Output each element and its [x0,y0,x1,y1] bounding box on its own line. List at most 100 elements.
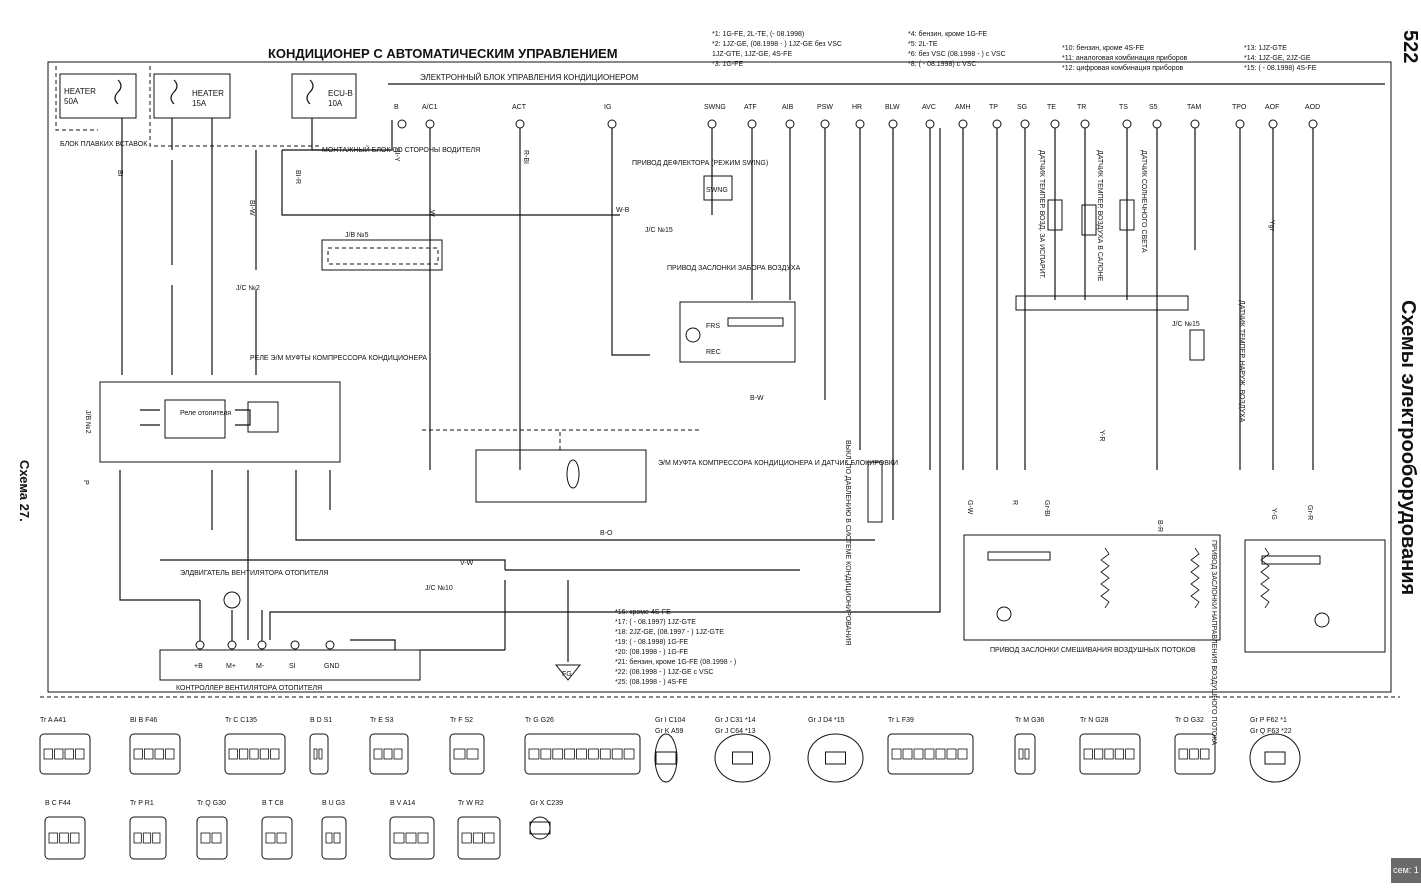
deflector-actuator: ПРИВОД ДЕФЛЕКТОРА (РЕЖИМ SWING) SWNG [632,160,768,201]
connector-shape [1014,733,1036,775]
sensor-group: ДАТЧИК ТЕМПЕР. ВОЗД. ЗА ИСПАРИТ. ДАТЧИК … [1015,150,1245,423]
connector-label: Gr K A59 [655,728,684,735]
connector-shape [389,816,435,860]
ecu-pin: TE [1047,104,1060,129]
ecu-terminal [1268,119,1278,129]
controller-terminal [195,640,205,650]
connector-shape [261,816,293,860]
connector-label: B V A14 [390,800,415,807]
fuse-heater-50a: HEATER 50A [59,73,137,119]
wire-color-label: B-R [1156,520,1163,532]
connector-label: B C F44 [45,800,71,807]
ecu-terminal [747,119,757,129]
svg-text:ЭЛДВИГАТЕЛЬ ВЕНТИЛЯТОРА ОТОПИТ: ЭЛДВИГАТЕЛЬ ВЕНТИЛЯТОРА ОТОПИТЕЛЯ [180,570,328,577]
ecu-pin: PSW [817,104,833,129]
connector: Tr O G32 [1174,717,1216,775]
svg-text:FRS: FRS [706,323,720,330]
svg-text:50A: 50A [64,97,79,106]
connector: Tr C C135 [224,717,286,775]
svg-text:ДАТЧИК ТЕМПЕР. ВОЗДУХА В САЛОН: ДАТЧИК ТЕМПЕР. ВОЗДУХА В САЛОНЕ [1096,150,1103,282]
footnote: *8: ( - 08.1998) с VSC [908,61,976,68]
ecu-pin-label: B [394,104,399,111]
connector-shape [524,733,641,775]
ecu-terminal [1020,119,1030,129]
connector-label: B T C8 [262,800,284,807]
svg-text:10A: 10A [328,99,343,108]
svg-text:ECU-B: ECU-B [328,89,353,98]
scheme-label: Схема 27. [17,460,32,522]
connector-shape [129,733,181,775]
ecu-pin-label: AVC [922,104,936,111]
ecu-terminal [925,119,935,129]
connector: Tr F S2 [449,717,485,775]
connector-label: Gr J D4 *15 [808,717,845,724]
wire-color-label: R-BI [522,150,529,164]
ecu-pin-label: TPO [1232,104,1247,111]
connector-shape [887,733,974,775]
connector-label: Gr P F62 *1 [1250,717,1287,724]
footnote: *13: 1JZ-GTE [1244,45,1287,52]
connector: Tr W R2 [457,800,501,860]
connector-shape [321,816,347,860]
connector: Tr L F39 [887,717,974,775]
controller-pin-label: M+ [226,663,236,670]
wire-color-label: P [82,480,89,485]
ecu-pin: B [394,104,407,129]
wire-color-label: Gr-R [1306,505,1313,520]
jc2-label: J/C №2 [236,285,260,292]
connector: Tr P R1 [129,800,167,860]
ecu-pin: TAM [1187,104,1201,129]
connector-shape [39,733,91,775]
connector-label: Tr P R1 [130,800,154,807]
svg-text:Реле отопителя: Реле отопителя [180,410,231,417]
connector-label: Tr E S3 [370,717,394,724]
ecu-pin: SWNG [704,104,726,129]
controller-terminal [325,640,335,650]
ecu-terminal [1050,119,1060,129]
diagram-title: КОНДИЦИОНЕР С АВТОМАТИЧЕСКИМ УПРАВЛЕНИЕМ [268,46,618,61]
connector-shape [1249,733,1301,783]
fuse-block-label: БЛОК ПЛАВКИХ ВСТАВОК [60,141,148,148]
wire-color-label: Y-R [1098,430,1105,441]
compressor-clutch: Э/М МУФТА КОМПРЕССОРА КОНДИЦИОНЕРА И ДАТ… [420,429,898,503]
ecu-terminal [785,119,795,129]
connector-label: Tr O G32 [1175,717,1204,724]
connector: Gr J D4 *15 [807,717,864,783]
connector-shape [309,733,329,775]
connector-shape [714,733,771,783]
footnote: *1: 1G-FE, 2L-TE, (- 08.1998) [712,31,804,38]
svg-text:ПРИВОД ЗАСЛОНКИ ЗАБОРА ВОЗДУХА: ПРИВОД ЗАСЛОНКИ ЗАБОРА ВОЗДУХА [667,265,801,272]
wire-color-label: Y-G [1270,508,1277,520]
controller-terminal [227,640,237,650]
ecu-terminal [1080,119,1090,129]
ecu-terminal [1235,119,1245,129]
wire-color-label: V-W [460,560,474,567]
ecu-pin: TP [989,104,1002,129]
connector-label: BI B F46 [130,717,157,724]
connector: Gr P F62 *1 [1249,717,1301,783]
connector-shape [224,733,286,775]
connector-label: Gr Q F63 *22 [1250,728,1292,735]
wire-color-label: BI-W [248,200,255,216]
ecu-label: ЭЛЕКТРОННЫЙ БЛОК УПРАВЛЕНИЯ КОНДИЦИОНЕРО… [420,73,639,82]
ecu-pin-label: SG [1017,104,1027,111]
ecu-pin-label: ACT [512,104,527,111]
connector-shape [1174,733,1216,775]
svg-text:*20: (08.1998 - ) 1G-FE: *20: (08.1998 - ) 1G-FE [615,649,688,656]
ecu-pin: ATF [744,104,757,129]
wire-color-label: B-O [600,530,613,537]
controller-pin-label: +B [194,663,203,670]
connector: B V A14 [389,800,435,860]
mix-actuator: ПРИВОД ЗАСЛОНКИ СМЕШИВАНИЯ ВОЗДУШНЫХ ПОТ… [963,534,1221,654]
svg-text:*22: (08.1998 - ) 1JZ-GE с VSC: *22: (08.1998 - ) 1JZ-GE с VSC [615,669,713,676]
footnote: 1JZ-GTE, 1JZ-GE, 4S-FE [712,51,792,58]
svg-text:HEATER: HEATER [64,87,96,96]
junction-block-2: J/B №2 Реле отопителя [84,381,341,463]
page-badge: сем: 1 [1391,858,1421,883]
footnote: *11: аналоговая комбинация приборов [1062,54,1188,62]
footnotes-bottom: *16: кроме 4S-FE *17: ( - 08.1997) 1JZ-G… [615,609,736,686]
wire-color-label: BI-Y [393,148,400,162]
connector-shape [129,816,167,860]
